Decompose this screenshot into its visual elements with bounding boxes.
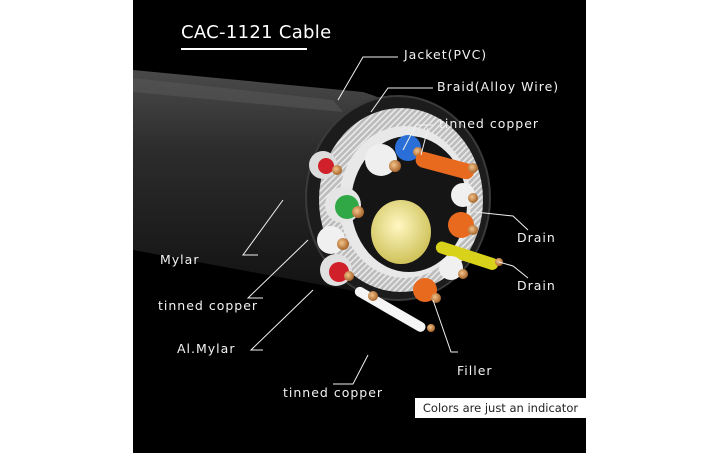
wire-orange-mid [448,212,478,238]
label-braid: Braid(Alloy Wire) [437,79,560,94]
leader-tinned-top-1 [402,124,433,151]
leader-drain-2 [498,261,529,279]
wire-white-lower-right [439,256,468,280]
wire-orange-top [415,151,478,180]
wire-white-left [317,226,349,254]
label-tinned-copper-bottom: tinned copper [283,385,384,400]
wire-white-mid [451,183,478,207]
leader-tinned-bottom [333,354,369,385]
label-mylar: Mylar [160,252,200,267]
wire-copper-bottom [368,291,378,301]
wire-white-top [365,144,401,176]
leader-tinned-left [246,239,309,299]
label-filler: Filler [457,363,493,378]
label-tinned-copper-left: tinned copper [158,298,259,313]
leader-jacket [337,56,398,101]
label-drain-2: Drain [517,278,556,293]
wire-red-bottom [320,254,354,286]
label-drain-1: Drain [517,230,556,245]
wire-red-top [309,151,342,179]
filler-core [371,200,431,264]
leader-filler [432,299,458,353]
wire-green [325,187,364,223]
cable-title: CAC-1121 Cable [181,22,332,43]
label-jacket: Jacket(PVC) [404,47,488,62]
label-al-mylar: Al.Mylar [177,341,236,356]
cable-diagram-panel: CAC-1121 Cable Jacket(PVC) Braid(Alloy W… [133,0,586,453]
leader-al-mylar [249,289,314,351]
leader-tinned-top-2 [420,127,429,156]
leader-lines [242,56,529,385]
color-disclaimer-note: Colors are just an indicator [415,398,586,418]
label-tinned-copper-top: tinned copper [439,116,540,131]
leader-drain-1 [474,211,529,231]
cable-illustration [133,56,529,385]
cable-jacket-highlight [133,78,343,112]
leader-mylar [242,199,284,256]
leader-braid [370,87,433,113]
title-underline [181,48,307,50]
